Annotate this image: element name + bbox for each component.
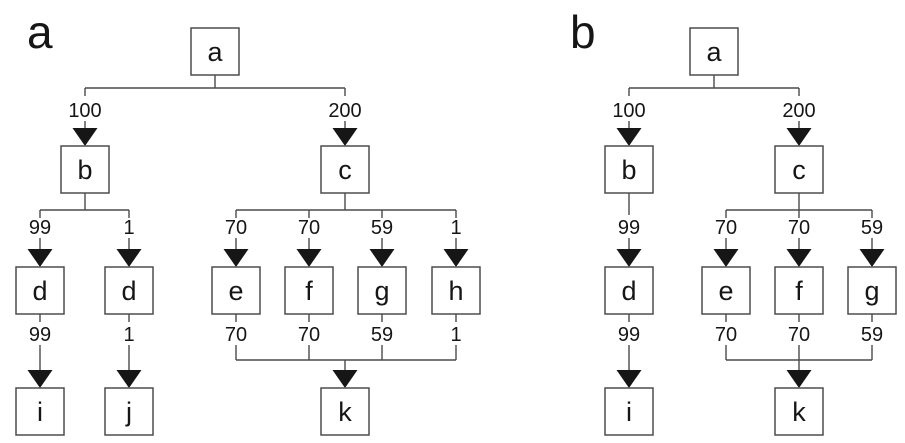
panel-a-edge-label-c-g: 59 — [371, 217, 393, 239]
panel-b-node-label-e: e — [718, 276, 733, 306]
panel-b-edge-label-a-c: 200 — [782, 100, 815, 122]
panel-a-node-label-c: c — [338, 155, 352, 185]
panel-a-arrowhead-e — [223, 249, 249, 267]
panel-a-node-box-i — [15, 387, 65, 436]
panel-a-arrowhead-d1 — [27, 249, 53, 267]
panel-a-arrowhead-g — [369, 249, 395, 267]
panel-a-merge-label-f-k: 70 — [298, 324, 320, 346]
panel-b-arrowhead-e — [713, 249, 739, 267]
panel-b-node-box-c — [774, 145, 824, 194]
panel-a-arrowhead-f — [296, 249, 322, 267]
panel-a-node-label-b: b — [77, 155, 92, 185]
panel-a-node-box-c — [320, 145, 370, 194]
panel-b-node-label-g: g — [864, 276, 879, 306]
panel-a-arrowhead-b — [72, 128, 98, 146]
panel-a-edge-label-a-b: 100 — [68, 100, 101, 122]
panel-b-edge-label-a-b: 100 — [612, 100, 645, 122]
panel-a-node-label-j: j — [125, 397, 132, 427]
panel-a-edge-label-b-d1: 99 — [29, 217, 51, 239]
panel-a-arrowhead-c — [332, 128, 358, 146]
panel-a-edge-label-c-h: 1 — [450, 217, 461, 239]
panel-b-node-label-b: b — [621, 155, 636, 185]
panel-a-node-box-j — [104, 387, 154, 436]
panel-a-edge-label-c-f: 70 — [298, 217, 320, 239]
panel-b-node-label-a: a — [706, 37, 722, 67]
panel-a-node-box-g — [357, 266, 407, 315]
panel-a-arrowhead-h — [443, 249, 469, 267]
panel-a-node-label-h: h — [448, 276, 463, 306]
panel-b-arrowhead-c — [786, 128, 812, 146]
panel-a-node-box-f — [284, 266, 334, 315]
panel-a-node-box-k — [320, 387, 370, 436]
panel-a-node-label-a: a — [207, 37, 223, 67]
panel-b-edge-label-c-g: 59 — [861, 217, 883, 239]
panel-b-merge-label-f-k: 70 — [788, 324, 810, 346]
panel-a-merge-label-e-k: 70 — [225, 324, 247, 346]
panel-a-node-label-e: e — [228, 276, 243, 306]
panel-a-arrowhead-i — [27, 370, 53, 388]
panel-b-arrowhead-f — [786, 249, 812, 267]
panel-b-merge-label-g-k: 59 — [861, 324, 883, 346]
panel-a-node-label-d1: d — [32, 276, 47, 306]
panel-b-node-box-d — [604, 266, 654, 315]
panel-a-node-box-b — [60, 145, 110, 194]
panel-b-arrowhead-g — [859, 249, 885, 267]
panel-a-arrowhead-j — [116, 370, 142, 388]
panel-b-node-label-f: f — [795, 276, 803, 306]
panel-a-edge-label-d1-i: 99 — [29, 324, 51, 346]
panel-a-node-label-k: k — [338, 397, 352, 427]
panel-b-edge-label-c-f: 70 — [788, 217, 810, 239]
panel-a-node-box-h — [431, 266, 481, 315]
panel-b-node-box-b — [604, 145, 654, 194]
panel-b-arrowhead-b — [616, 128, 642, 146]
panel-b-node-box-f — [774, 266, 824, 315]
panel-b-node-label-d: d — [621, 276, 636, 306]
panel-b-edge-label-b-d: 99 — [618, 217, 640, 239]
panel-a-node-label-d2: d — [121, 276, 136, 306]
panel-a-node-box-a — [190, 27, 240, 76]
panel-b-node-box-e — [701, 266, 751, 315]
panel-a-edge-label-c-e: 70 — [225, 217, 247, 239]
panel-b-node-label-i: i — [626, 397, 632, 427]
panel-a-edge-label-b-d2: 1 — [123, 217, 134, 239]
panel-b-edge-label-c-e: 70 — [715, 217, 737, 239]
panel-b-node-box-a — [689, 27, 739, 76]
panel-b-node-box-i — [604, 387, 654, 436]
panel-a-node-label-f: f — [305, 276, 313, 306]
panel-b-node-box-g — [847, 266, 897, 315]
panel-b-arrowhead-i — [616, 370, 642, 388]
panel-b-node-label-c: c — [792, 155, 806, 185]
panel-b-node-box-k — [774, 387, 824, 436]
panel-a-merge-label-h-k: 1 — [450, 324, 461, 346]
panel-b-node-label-k: k — [792, 397, 806, 427]
panel-a-edge-label-d2-j: 1 — [123, 324, 134, 346]
panel-a-arrowhead-d2 — [116, 249, 142, 267]
panel-b-label: b — [570, 6, 596, 58]
panel-a-node-box-e — [211, 266, 261, 315]
panel-a-node-label-i: i — [37, 397, 43, 427]
panel-b-merge-label-e-k: 70 — [715, 324, 737, 346]
panel-a-arrowhead-k — [332, 370, 358, 388]
panel-b-arrowhead-d — [616, 249, 642, 267]
panel-b-edge-label-d-i: 99 — [618, 324, 640, 346]
panel-a-label: a — [27, 6, 53, 58]
panel-a-node-box-d2 — [104, 266, 154, 315]
panel-a-node-box-d1 — [15, 266, 65, 315]
panel-a-merge-label-g-k: 59 — [371, 324, 393, 346]
panel-a-node-label-g: g — [374, 276, 389, 306]
panel-a-edge-label-a-c: 200 — [328, 100, 361, 122]
panel-b-arrowhead-k — [786, 370, 812, 388]
